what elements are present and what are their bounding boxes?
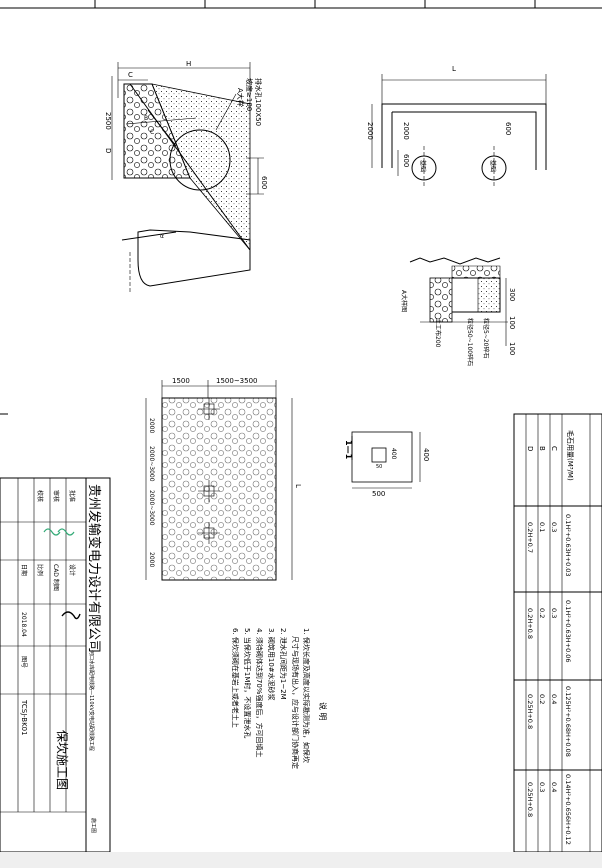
plan-dim-600-bottom: 600 [402, 154, 410, 167]
label-scale: 比例 [36, 564, 44, 576]
material-table: D B C 毛石用量(M³/M) 0.2H+0.7 0.1 0.3 0.1H²+… [513, 413, 602, 853]
cell-4-B: 0.3 [538, 782, 546, 792]
cell-3-C: 0.4 [550, 694, 558, 704]
detail-note-1: 粒径5~20碎石 [482, 318, 490, 358]
detail-dim-100b: 100 [508, 342, 516, 355]
section-view: H C 2500 D B C α A大样 排水孔100X50 坡度≥100 [104, 60, 268, 292]
cell-3-qty: 0.125H²+0.68H+0.08 [564, 686, 572, 757]
elev-dim-2000-b: 2000 [148, 552, 155, 567]
cell-2-D: 0.2H+0.8 [526, 608, 534, 639]
svg-text:α: α [160, 233, 164, 240]
plan-dim-600: 600 [504, 122, 512, 135]
cell-1-B: 0.1 [538, 522, 546, 532]
notes: 说 明 1. 保坎长度及高度以实际勘测为准，如保坎 尺寸与现场有出入，应与设计部… [231, 628, 328, 769]
dim-600: 600 [260, 176, 268, 189]
label-date: 日期 [20, 564, 28, 576]
drawing-no: TCSJ-BK01 [20, 699, 28, 736]
table-head-C: C [550, 446, 558, 451]
drain-dim-400-h: 400 [390, 448, 397, 460]
note-4: 4. 须待砌体达到70%强度后，方可回填土 [255, 628, 264, 757]
cell-4-qty: 0.14H²+0.656H+0.12 [564, 774, 572, 845]
note-5: 5. 当保坎低于1M时，不设置泄水孔 [243, 628, 252, 738]
label-cad: CAD 制图 [52, 564, 60, 591]
drain-title: 1—1 [344, 440, 353, 460]
note-2: 2. 泄水孔间距为1~2M [279, 628, 288, 700]
elev-dim-1500-3500: 1500~3500 [216, 377, 258, 385]
note-1: 1. 保坎长度及高度以实际勘测为准，如保坎 [302, 628, 311, 763]
date-value: 2018.04 [20, 612, 27, 637]
drawing-title: 保坎施工图 [55, 730, 69, 790]
label-A: A大样 [236, 88, 245, 107]
cell-3-B: 0.2 [538, 694, 546, 704]
signature-mark [57, 528, 75, 536]
project-name: 河口水库配电线路—110kV变电站配线路工程 [88, 650, 95, 751]
detail-note-2: 粒径50~100碎石 [466, 318, 474, 366]
drain-dim-500: 500 [372, 490, 385, 498]
cell-2-B: 0.2 [538, 608, 546, 618]
elev-dim-2000-3000-a: 2000~3000 [148, 446, 155, 482]
detail-title: A大样图 [400, 290, 408, 312]
cell-1-D: 0.2H+0.7 [526, 522, 534, 553]
drain-note-2: 坡度≥100 [245, 78, 254, 111]
cell-1-C: 0.3 [550, 522, 558, 532]
label-number: 图号 [20, 656, 27, 668]
label-review: 审核 [52, 490, 60, 502]
detail-a: A大样图 土工布200 粒径50~100碎石 粒径5~20碎石 300 100 … [400, 257, 516, 366]
drain-dim-400: 400 [422, 448, 430, 461]
dim-B: B [144, 115, 148, 122]
plan-circle-1: 基础 [419, 160, 427, 172]
note-3: 3. 砌筑用10#水泥砂浆 [267, 628, 276, 701]
note-6: 6. 保坎须砌在基岩上或者老土上 [231, 628, 240, 728]
table-head-qty: 毛石用量(M³/M) [566, 430, 575, 481]
label-approve: 批准 [68, 490, 76, 502]
label-design: 设计 [68, 564, 76, 576]
top-frame [0, 0, 602, 9]
dim-2500: 2500 [104, 112, 112, 130]
plan-dim-L: L [452, 65, 456, 73]
cell-1-qty: 0.1H²+0.63H+0.03 [564, 514, 572, 577]
plan-circle-2: 基础 [489, 160, 497, 172]
elev-dim-2000: 2000 [148, 418, 155, 433]
detail-dim-300: 300 [508, 288, 516, 301]
cell-2-C: 0.3 [550, 608, 558, 618]
svg-text:C: C [150, 129, 154, 136]
cell-4-C: 0.4 [550, 782, 558, 792]
note-1b: 尺寸与现场有出入，应与设计部门协商再定 [291, 636, 300, 769]
window-bottom-bar [0, 852, 602, 868]
plan-view: L 2000 2000 600 600 基础 基础 [366, 65, 547, 186]
elev-dim-1500: 1500 [172, 377, 190, 385]
table-head-D: D [526, 446, 534, 451]
signature-mark [61, 611, 81, 620]
cell-4-D: 0.25H+0.8 [526, 782, 534, 817]
elev-dim-2000-3000-b: 2000~3000 [148, 490, 155, 526]
revision-label: 施工图 [90, 818, 97, 833]
label-check: 校核 [36, 490, 44, 502]
drain-note-1: 排水孔100X50 [254, 78, 263, 126]
signature-mark [43, 528, 61, 536]
detail-note-3: 土工布200 [434, 318, 442, 348]
elev-dim-L: L [294, 484, 302, 488]
company-name: 贵州发输变电力设计有限公司 [86, 484, 102, 653]
detail-dim-100: 100 [508, 316, 516, 329]
title-block: 贵州发输变电力设计有限公司 批准 审核 校核 设计 CAD 制图 比例 日期 2… [0, 477, 111, 853]
notes-title: 说 明 [318, 702, 328, 721]
dim-H: H [186, 60, 191, 68]
elevation-view: 1500 1500~3500 2000 2000~3000 2000~3000 … [145, 377, 302, 581]
cell-3-D: 0.25H+0.8 [526, 694, 534, 729]
plan-dim-2000-left: 2000 [366, 122, 374, 140]
table-head-B: B [538, 446, 546, 451]
dim-C: C [128, 71, 133, 79]
drain-dim-50: 50 [376, 464, 382, 470]
cell-2-qty: 0.1H²+0.63H+0.06 [564, 600, 572, 663]
drain-section: 1—1 50 400 500 400 [344, 431, 430, 498]
dim-D: D [104, 148, 112, 153]
plan-dim-2000-inner: 2000 [402, 122, 410, 140]
